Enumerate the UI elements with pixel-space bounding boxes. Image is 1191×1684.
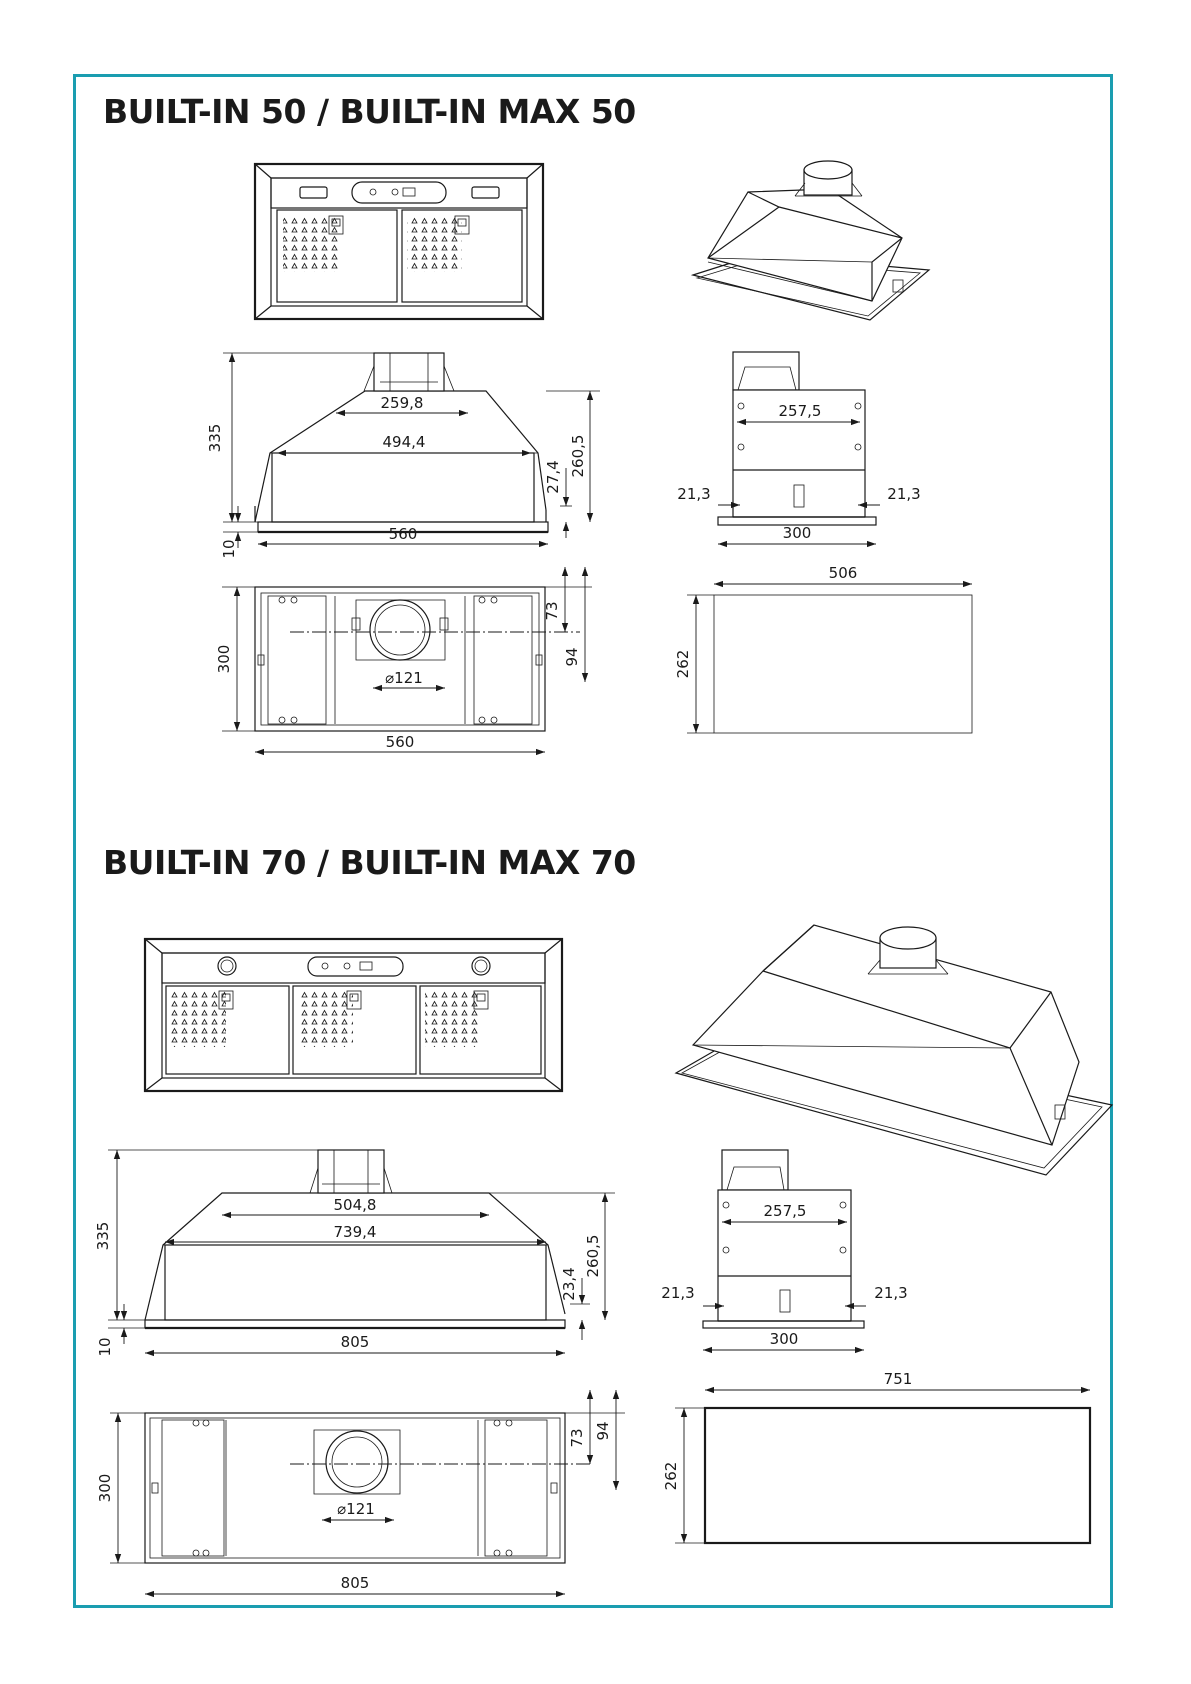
dim-top-width-50: 259,8 [381,394,424,412]
dim-end-width-50: 257,5 [779,402,822,420]
dim-flange-offset-70: 23,4 [560,1267,578,1300]
cutout-view-70: 751 262 [662,1370,1090,1543]
dim-end-depth-50: 300 [783,524,812,542]
dim-flange-offset-50: 27,4 [544,460,562,493]
dim-cutout-width-50: 506 [829,564,858,582]
dim-body-height-70: 260,5 [584,1235,602,1278]
dim-mid-width-50: 494,4 [383,433,426,451]
front-view-50 [255,164,543,319]
dim-bottom-depth-50: 300 [215,645,233,674]
dim-height-70: 335 [94,1222,112,1251]
dim-bottom-width-70: 805 [341,1574,370,1592]
dim-inset-left-50: 21,3 [677,485,710,503]
dim-outlet-offset-b-50: 94 [563,647,581,666]
dim-mid-width-70: 739,4 [334,1223,377,1241]
dim-cutout-depth-50: 262 [674,650,692,679]
dim-inset-right-70: 21,3 [874,1284,907,1302]
side-view-70: 504,8 739,4 805 335 10 260,5 23,4 [94,1150,615,1357]
dim-flange-thickness-50: 10 [220,539,238,558]
dim-outlet-offset-a-70: 73 [568,1428,586,1447]
dim-outlet-offset-b-70: 94 [594,1421,612,1440]
front-view-70 [145,939,562,1091]
dim-inset-right-50: 21,3 [887,485,920,503]
dim-flange-width-70: 805 [341,1333,370,1351]
bottom-view-50: ⌀121 560 300 73 94 [215,567,592,752]
end-view-70: 257,5 21,3 21,3 300 [661,1150,907,1350]
dim-top-width-70: 504,8 [334,1196,377,1214]
dim-flange-width-50: 560 [389,525,418,543]
dim-inset-left-70: 21,3 [661,1284,694,1302]
bottom-view-70: ⌀121 805 300 73 94 [96,1390,625,1594]
cutout-view-50: 506 262 [674,564,972,733]
dim-end-depth-70: 300 [770,1330,799,1348]
dim-end-width-70: 257,5 [764,1202,807,1220]
side-view-50: 259,8 494,4 560 335 10 260,5 27,4 [206,353,600,559]
isometric-view-50 [693,161,929,320]
dim-outlet-diameter-70: ⌀121 [337,1500,375,1518]
dim-cutout-depth-70: 262 [662,1462,680,1491]
end-view-50: 257,5 21,3 21,3 300 [677,352,920,544]
dim-bottom-width-50: 560 [386,733,415,751]
dim-outlet-diameter-50: ⌀121 [385,669,423,687]
dim-body-height-50: 260,5 [569,435,587,478]
dim-cutout-width-70: 751 [884,1370,913,1388]
dim-outlet-offset-a-50: 73 [543,601,561,620]
dim-flange-thickness-70: 10 [96,1337,114,1356]
dim-height-50: 335 [206,424,224,453]
dim-bottom-depth-70: 300 [96,1474,114,1503]
isometric-view-70 [676,925,1112,1175]
